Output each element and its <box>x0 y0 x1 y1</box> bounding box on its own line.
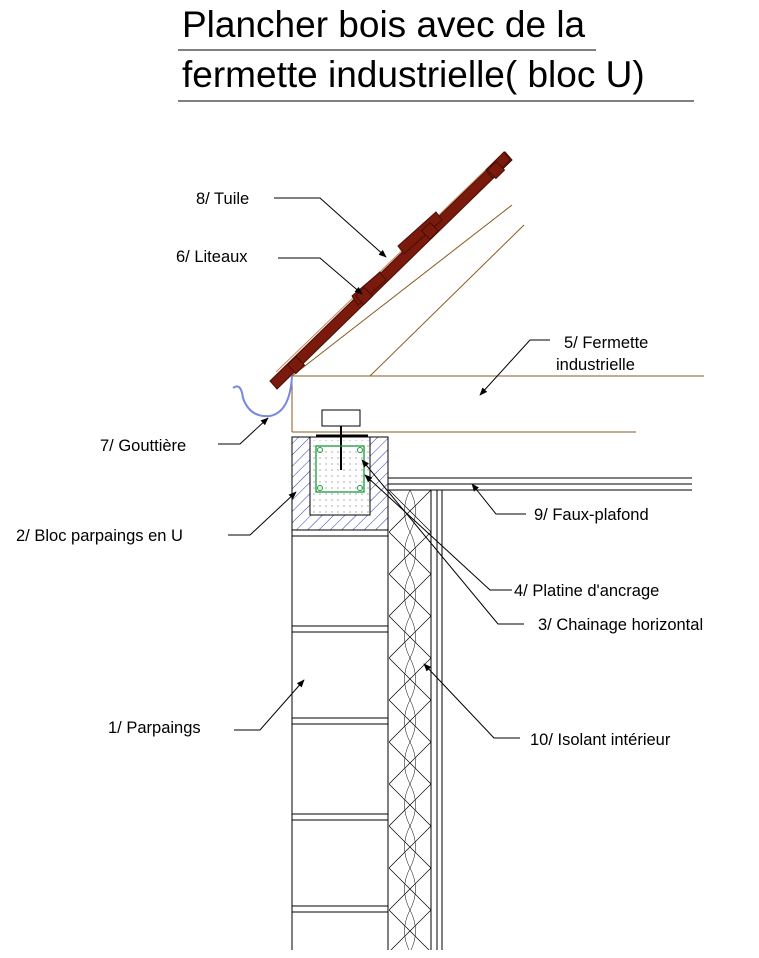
label-isolant: 10/ Isolant intérieur <box>530 731 671 749</box>
label-fermette-2: industrielle <box>556 356 635 374</box>
leader-tuile <box>274 197 387 258</box>
leaders <box>218 197 550 739</box>
bloc-parpaings-u <box>291 436 389 531</box>
isolant-fill <box>389 490 431 950</box>
fermette-web <box>369 224 525 377</box>
label-liteaux: 6/ Liteaux <box>176 248 248 266</box>
tile-overlap-2 <box>397 211 443 255</box>
leader-gouttiere <box>218 417 269 445</box>
liteau-4 <box>486 160 506 180</box>
title-line-2: fermette industrielle( bloc U) <box>182 54 645 95</box>
liteaux <box>286 160 506 375</box>
platine-head <box>321 409 361 427</box>
label-chainage: 3/ Chainage horizontal <box>538 616 703 634</box>
rebar-4 <box>357 447 363 453</box>
tuile <box>269 151 513 390</box>
rebar-1 <box>317 485 323 491</box>
leader-bloc-u <box>228 491 297 536</box>
tile-roof-strip <box>269 151 513 390</box>
faux-plafond <box>388 477 692 491</box>
label-bloc-u: 2/ Bloc parpaings en U <box>16 527 183 545</box>
label-faux-plafond: 9/ Faux-plafond <box>534 506 649 524</box>
leader-faux-plafond <box>471 483 526 515</box>
liteau-1 <box>286 355 306 375</box>
leader-fermette <box>479 339 550 396</box>
labels: 8/ Tuile 6/ Liteaux 5/ Fermette industri… <box>16 190 703 749</box>
leader-isolant <box>423 663 520 739</box>
leader-parpaings <box>234 679 305 731</box>
label-gouttiere: 7/ Gouttière <box>100 437 186 455</box>
label-parpaings: 1/ Parpaings <box>108 719 201 737</box>
title-line-1: Plancher bois avec de la <box>182 4 586 45</box>
leader-chainage <box>361 459 524 625</box>
label-fermette-1: 5/ Fermette <box>564 334 648 352</box>
label-tuile: 8/ Tuile <box>196 190 249 208</box>
leader-liteaux <box>278 257 363 295</box>
fermette-industrielle <box>291 204 704 433</box>
platine-ancrage <box>316 409 368 470</box>
label-platine: 4/ Platine d'ancrage <box>514 582 659 600</box>
liteau-3 <box>420 221 440 241</box>
title-block: Plancher bois avec de la fermette indust… <box>178 4 694 102</box>
gouttiere <box>232 375 293 418</box>
chainage-rebar-frame <box>315 445 365 493</box>
tile-highlight <box>275 155 501 373</box>
chainage-concrete <box>310 440 370 515</box>
rebar-2 <box>357 485 363 491</box>
rebar-3 <box>317 447 323 453</box>
fermette-top-chord <box>291 204 513 377</box>
isolant-interieur <box>389 490 443 950</box>
parpaings <box>291 530 389 950</box>
